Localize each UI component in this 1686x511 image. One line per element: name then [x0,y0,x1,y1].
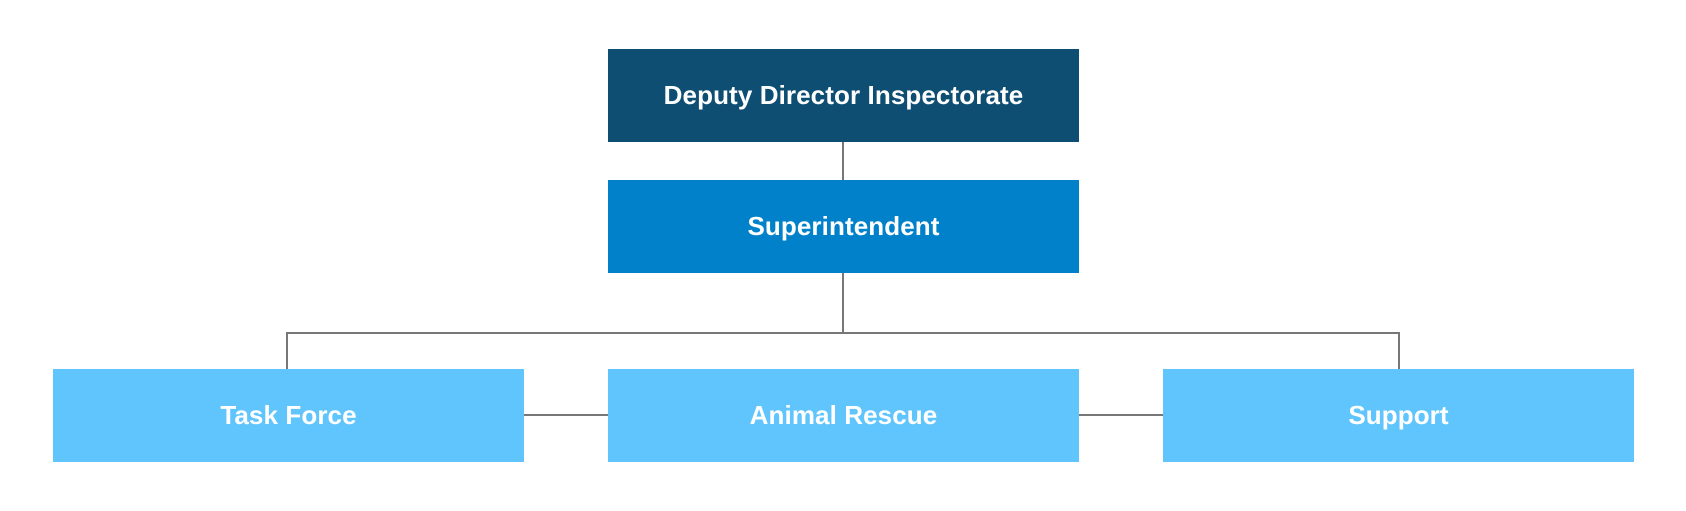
connector-task-force-animal-rescue [524,414,608,416]
connector-superintendent-down [842,273,844,333]
node-label: Superintendent [747,211,940,241]
node-label: Animal Rescue [749,400,938,430]
node-deputy-director-inspectorate: Deputy Director Inspectorate [608,49,1079,142]
connector-director-superintendent [842,142,844,180]
connector-bus-task-force [286,332,288,369]
connector-animal-rescue-support [1079,414,1163,416]
node-superintendent: Superintendent [608,180,1079,273]
node-label: Support [1348,400,1449,430]
node-task-force: Task Force [53,369,524,462]
node-support: Support [1163,369,1634,462]
connector-bus-support [1398,332,1400,369]
connector-horizontal-bus [286,332,1400,334]
node-label: Deputy Director Inspectorate [663,80,1024,110]
node-label: Task Force [220,400,357,430]
node-animal-rescue: Animal Rescue [608,369,1079,462]
